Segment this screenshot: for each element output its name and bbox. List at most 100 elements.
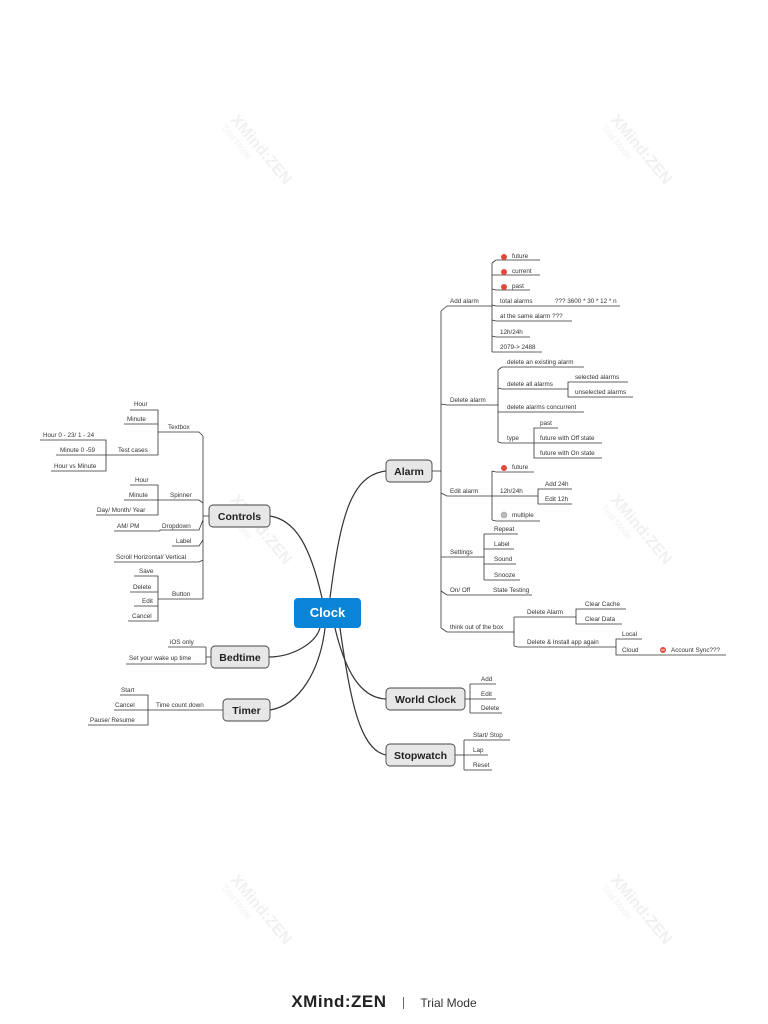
future-label[interactable]: future [512,253,529,260]
reinstall-label[interactable]: Delete & Install app again [527,639,599,646]
topic-world-clock[interactable]: World Clock [385,687,466,711]
wc-delete-label[interactable]: Delete [481,705,500,712]
wake-up-label[interactable]: Set your wake up time [129,655,192,662]
current-label[interactable]: current [512,268,532,275]
timer-start-label[interactable]: Start [121,687,135,694]
sound-label[interactable]: Sound [494,556,513,563]
priority-1-edit-icon [501,465,507,471]
delete-concurrent-label[interactable]: delete alarms concurrent [507,404,577,411]
lap-label[interactable]: Lap [473,747,484,754]
total-alarms-label[interactable]: total alarms [500,298,533,305]
clear-data-label[interactable]: Clear Data [585,616,616,623]
bedtime-branch: iOS only Set your wake up time [126,639,211,665]
button-save-label[interactable]: Save [139,568,154,575]
account-sync-label[interactable]: Account Sync??? [671,647,721,654]
button-delete-label[interactable]: Delete [133,584,152,591]
alarm-labels: Add alarm future current past total alar… [450,253,721,654]
count-down-label[interactable]: Time count down [156,702,204,709]
same-alarm-label[interactable]: at the same alarm ??? [500,313,563,320]
dropdown-label[interactable]: Dropdown [162,523,191,530]
tc-hour-label[interactable]: Hour 0 - 23/ 1 - 24 [43,432,95,439]
delete-alarm-label[interactable]: Delete alarm [450,397,486,404]
edit-format-label[interactable]: 12h/24h [500,488,523,495]
spinner-dmy-label[interactable]: Day/ Month/ Year [97,507,145,514]
central-topic-label: Clock [310,605,346,620]
multiple-label[interactable]: multiple [512,512,534,519]
timer-cancel-label[interactable]: Cancel [115,702,135,709]
spinner-label[interactable]: Spinner [170,492,192,499]
spinner-minute-label[interactable]: Minute [129,492,148,499]
settings-label[interactable]: Settings [450,549,473,556]
alarm-branch [432,259,726,656]
edit-future-label[interactable]: future [512,464,529,471]
topic-world-clock-label: World Clock [395,694,456,706]
topic-stopwatch-label: Stopwatch [394,750,447,762]
topic-controls[interactable]: Controls [208,504,271,528]
oob-delete-alarm-label[interactable]: Delete Alarm [527,609,563,616]
out-of-box-label[interactable]: think out of the box [450,624,504,631]
watermark-bottom-right: XMind:ZEN Trial Mode [599,872,675,948]
topic-timer[interactable]: Timer [222,698,271,722]
topic-stopwatch[interactable]: Stopwatch [385,743,456,767]
world-clock-branch: Add Edit Delete [465,676,502,714]
type-label[interactable]: type [507,435,519,442]
format-label[interactable]: 12h/24h [500,329,523,336]
priority-1-icon [501,254,507,260]
textbox-hour-label[interactable]: Hour [134,401,148,408]
watermarks: XMind:ZEN Trial Mode XMind:ZEN Trial Mod… [219,112,675,948]
unselected-alarms-label[interactable]: unselected alarms [575,389,626,396]
repeat-label[interactable]: Repeat [494,526,515,533]
watermark-bottom-left: XMind:ZEN Trial Mode [219,872,295,948]
on-off-label[interactable]: On/ Off [450,587,470,594]
future-off-label[interactable]: future with Off state [540,435,595,442]
edit-12h-label[interactable]: Edit 12h [545,496,569,503]
button-edit-label[interactable]: Edit [142,598,153,605]
test-cases-label[interactable]: Test cases [118,447,148,454]
delete-existing-label[interactable]: delete an existing alarm [507,359,574,366]
clear-cache-label[interactable]: Clear Cache [585,601,620,608]
tc-minute-label[interactable]: Minute 0 -59 [60,447,95,454]
am-pm-label[interactable]: AM/ PM [117,523,139,530]
wc-edit-label[interactable]: Edit [481,691,492,698]
watermark-top-right: XMind:ZEN Trial Mode [599,112,675,188]
controls-labels: Textbox Hour Minute Test cases Hour 0 - … [43,401,192,620]
button-cancel-label[interactable]: Cancel [132,613,152,620]
wc-add-label[interactable]: Add [481,676,493,683]
xmind-logo: XMind:ZEN [291,992,387,1011]
cloud-label[interactable]: Cloud [622,647,639,654]
edit-alarm-label[interactable]: Edit alarm [450,488,478,495]
past-label[interactable]: past [512,283,524,290]
pause-resume-label[interactable]: Pause/ Resume [90,717,135,724]
topic-alarm-label: Alarm [394,466,424,478]
topic-alarm[interactable]: Alarm [385,459,433,483]
delete-all-label[interactable]: delete all alarms [507,381,553,388]
add-24h-label[interactable]: Add 24h [545,481,569,488]
selected-alarms-label[interactable]: selected alarms [575,374,619,381]
controls-branch [40,409,209,622]
total-formula-label[interactable]: ??? 3600 * 30 * 12 * n [555,298,617,305]
state-testing-label[interactable]: State Testing [493,587,530,594]
topic-bedtime-label: Bedtime [219,652,261,664]
future-on-label[interactable]: future with On state [540,450,595,457]
textbox-minute-label[interactable]: Minute [127,416,146,423]
topic-timer-label: Timer [232,705,260,717]
button-label[interactable]: Button [172,591,191,598]
type-past-label[interactable]: past [540,420,552,427]
reset-label[interactable]: Reset [473,762,490,769]
add-alarm-label[interactable]: Add alarm [450,298,479,305]
spinner-hour-label[interactable]: Hour [135,477,149,484]
start-stop-label[interactable]: Start/ Stop [473,732,503,739]
snooze-label[interactable]: Snooze [494,572,516,579]
scroll-label[interactable]: Scroll Horizontal/ Vertical [116,554,186,561]
local-label[interactable]: Local [622,631,637,638]
year-range-label[interactable]: 2079-> 2488 [500,344,536,351]
topic-bedtime[interactable]: Bedtime [210,645,270,669]
central-topic[interactable]: Clock [294,598,361,628]
label-control-label[interactable]: Label [176,538,191,545]
textbox-label[interactable]: Textbox [168,424,191,431]
watermark-top-left: XMind:ZEN Trial Mode [219,112,295,188]
trial-mode-label: Trial Mode [420,995,477,1010]
tc-hour-vs-minute-label[interactable]: Hour vs Minute [54,463,97,470]
ios-only-label[interactable]: iOS only [170,639,195,646]
label-item-label[interactable]: Label [494,541,509,548]
